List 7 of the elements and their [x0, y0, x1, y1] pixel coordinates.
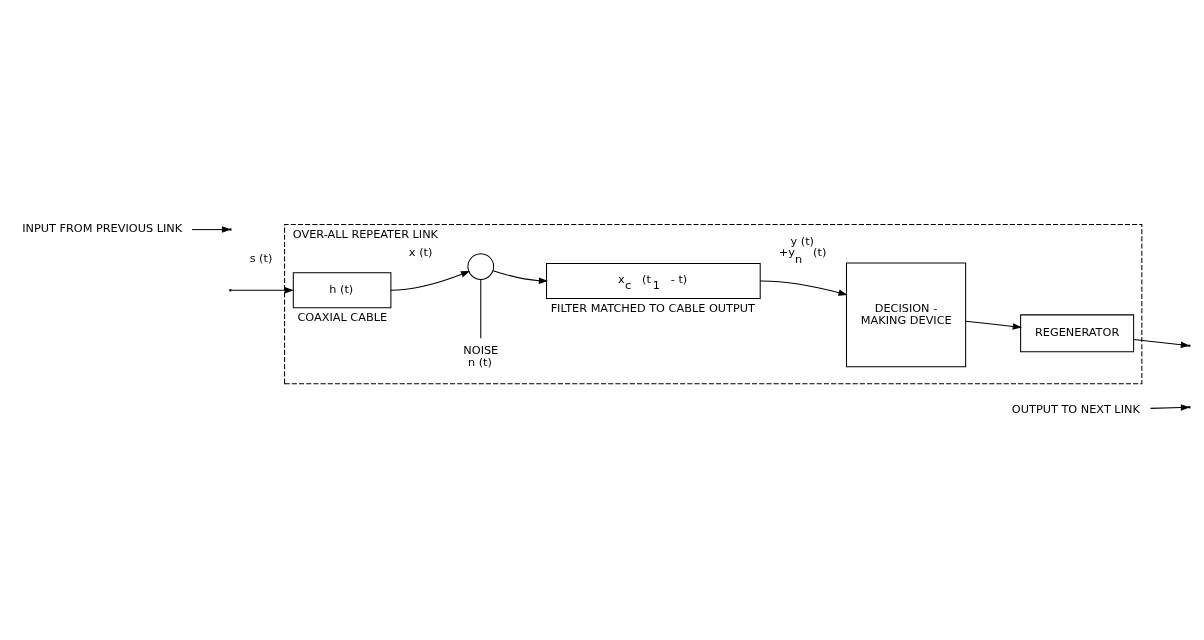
node-label: FILTER MATCHED TO CABLE OUTPUT	[550, 301, 755, 315]
node-text: INPUT FROM PREVIOUS LINK	[22, 222, 183, 236]
edge-label: s (t)	[249, 252, 273, 266]
node-label: COAXIAL CABLE	[297, 310, 388, 324]
node-text: NOISE n (t)	[463, 343, 499, 370]
node-text: OUTPUT TO NEXT LINK	[1011, 403, 1140, 417]
edge-label: x (t)	[408, 246, 433, 260]
